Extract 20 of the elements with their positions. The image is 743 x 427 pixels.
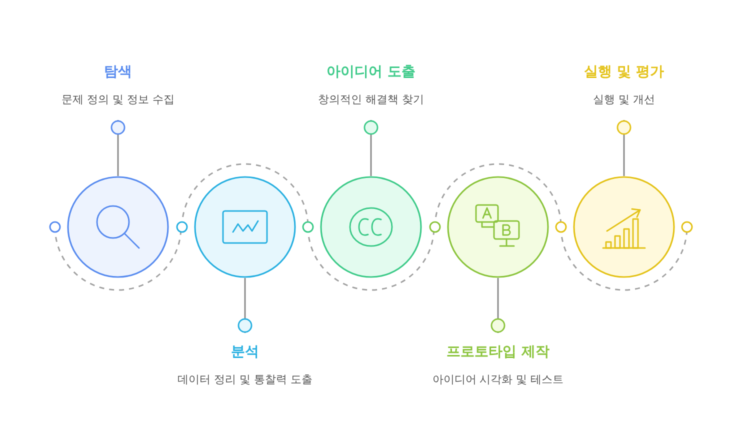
step-title: 프로토타입 제작 <box>446 343 550 362</box>
step-circle <box>573 176 675 278</box>
step-title: 아이디어 도출 <box>326 63 416 82</box>
step-title: 탐색 <box>104 63 132 82</box>
step-description: 창의적인 해결책 찾기 <box>318 92 424 108</box>
step-description: 실행 및 개선 <box>593 92 655 108</box>
step-description: 데이터 정리 및 통찰력 도출 <box>178 372 312 388</box>
step-circle <box>447 176 549 278</box>
step-circle <box>67 176 169 278</box>
leader-line <box>364 120 378 176</box>
step-description: 아이디어 시각화 및 테스트 <box>432 372 564 388</box>
leader-line <box>238 278 252 333</box>
leader-line <box>490 278 506 333</box>
leader-line <box>616 120 632 176</box>
step-description: 문제 정의 및 정보 수집 <box>62 92 174 108</box>
step-circle <box>320 176 422 278</box>
step-title: 분석 <box>231 343 259 362</box>
step-title: 실행 및 평가 <box>584 63 664 82</box>
leader-line <box>110 120 126 176</box>
step-circle <box>194 176 296 278</box>
